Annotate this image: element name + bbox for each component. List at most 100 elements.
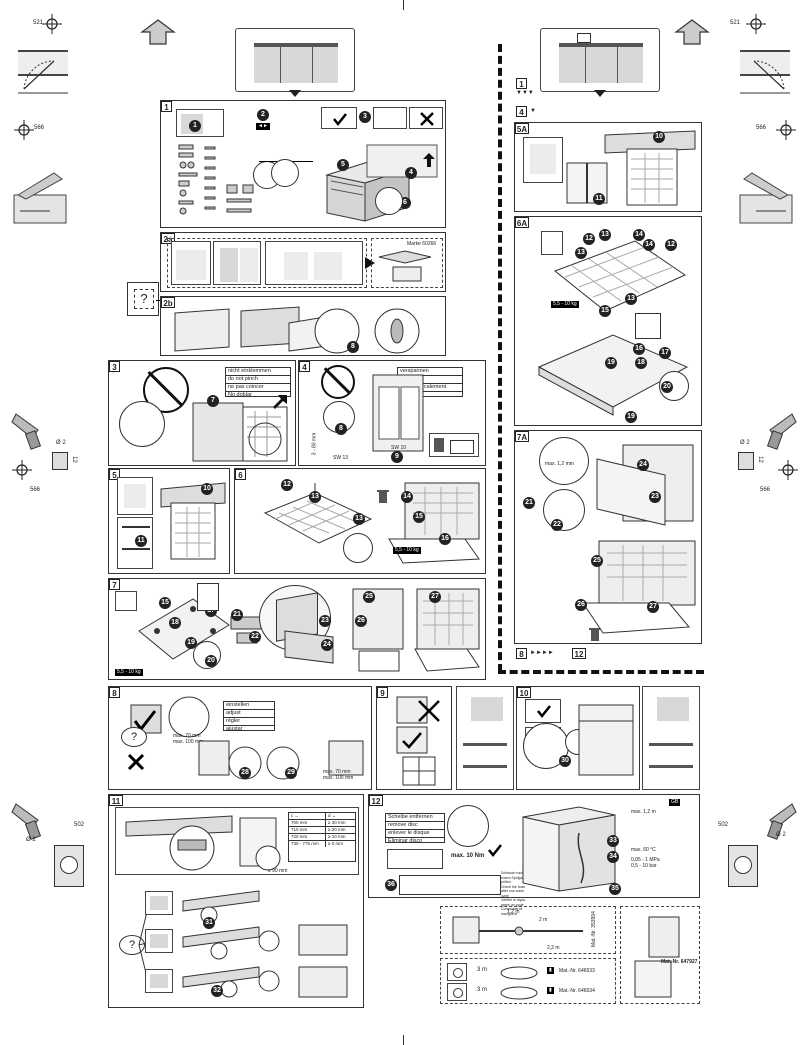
detail-circle bbox=[119, 401, 165, 447]
cable-coil-icon bbox=[500, 966, 538, 1000]
callout: 3 bbox=[359, 111, 371, 123]
dim-label: max. 100 mm bbox=[323, 775, 354, 781]
step-6-panel: 6 12 13 13 14 15 16 5,5 - 10 kg bbox=[234, 468, 486, 574]
callout: 28 bbox=[239, 767, 251, 779]
callout: 18 bbox=[635, 357, 647, 369]
detail-circle bbox=[447, 805, 489, 847]
template-view bbox=[117, 477, 153, 515]
callout: 24 bbox=[637, 459, 649, 471]
detail-circle bbox=[271, 159, 299, 187]
crosshair-icon bbox=[12, 460, 32, 480]
callout: 35 bbox=[609, 883, 621, 895]
dim-label: max. 70 mm bbox=[173, 733, 201, 739]
prohibited-icon bbox=[420, 112, 434, 126]
cabinet-depth-diagram bbox=[239, 817, 281, 871]
drill-depth-left: 12 bbox=[70, 456, 77, 463]
measure-label-drill-left: 566 bbox=[30, 487, 41, 493]
callout: 16 bbox=[439, 533, 451, 545]
step-number: 7 bbox=[109, 579, 120, 590]
callout: 19 bbox=[185, 637, 197, 649]
foot-screw bbox=[734, 856, 752, 874]
adjust-line: régler bbox=[224, 718, 274, 726]
adjust-line: adjust bbox=[224, 710, 274, 718]
check-icon bbox=[333, 113, 347, 127]
plug-tag: ▮ bbox=[547, 967, 554, 974]
step-number: 1 bbox=[516, 78, 527, 89]
callout: 13 bbox=[599, 229, 611, 241]
crosshair-icon bbox=[42, 14, 62, 34]
leader-line bbox=[156, 300, 162, 301]
cabinet-view-3 bbox=[265, 241, 363, 285]
measure-label-mid-right: 566 bbox=[756, 125, 767, 131]
adjust-text-box: einstellen adjust régler ajustar bbox=[223, 701, 275, 732]
crosshair-icon bbox=[776, 120, 796, 140]
cabinet-interior bbox=[582, 540, 696, 634]
detail-circle bbox=[343, 533, 373, 563]
height-dim: 3 - 80 mm bbox=[311, 432, 318, 456]
prohibited-icon bbox=[127, 753, 145, 771]
warning-line: do not pinch bbox=[226, 376, 290, 384]
callout: 12 bbox=[281, 479, 293, 491]
arrow-up-icon bbox=[423, 153, 435, 167]
overview-appliance-right bbox=[540, 28, 660, 92]
step-number: 9 bbox=[377, 687, 388, 698]
weight-tag: 5,5 - 10 kg bbox=[393, 547, 421, 554]
callout: 21 bbox=[523, 497, 535, 509]
overview-appliance-left bbox=[235, 28, 355, 92]
callout: 30 bbox=[559, 755, 571, 767]
detail-box bbox=[197, 583, 219, 611]
warning-line: ne pas coincer bbox=[226, 384, 290, 392]
template-grid-illustration bbox=[263, 483, 373, 544]
callout: 25 bbox=[591, 555, 603, 567]
callout: 36 bbox=[385, 879, 397, 891]
step-number: 11 bbox=[109, 795, 123, 806]
door-frame-diagram bbox=[578, 704, 634, 776]
callout: 13 bbox=[625, 293, 637, 305]
callout: 19 bbox=[605, 357, 617, 369]
step-number: 5 bbox=[109, 469, 120, 480]
step-1-tool-sub bbox=[373, 107, 407, 129]
question-box: ? bbox=[127, 282, 159, 316]
arrow-sequence: ▼ bbox=[530, 108, 536, 114]
callout: 21 bbox=[231, 609, 243, 621]
step-2b-diagram bbox=[174, 306, 420, 354]
callout: 26 bbox=[575, 599, 587, 611]
step-2b-panel: 2b 8 bbox=[160, 296, 446, 356]
material-number: Mat.-Nr. 647927 bbox=[661, 959, 698, 965]
leveling-icons bbox=[429, 433, 479, 457]
material-number: Mat.-Nr. 353994 bbox=[591, 911, 597, 947]
arrow-up-icon bbox=[674, 19, 710, 45]
door-swing-diagram bbox=[740, 60, 790, 94]
remove-disc-box: Scheibe entfernen remove disc enlever le… bbox=[385, 813, 445, 844]
dishwasher-door-views bbox=[198, 740, 364, 780]
accessory-aquastop-panel: 1,2 m 2 m 2,2 m Mat.-Nr. 353994 bbox=[440, 906, 616, 954]
pressure-label: 0,05 - 1 MPa bbox=[631, 857, 660, 863]
step-number: 5A bbox=[515, 123, 529, 134]
wrench-size: SW 13 bbox=[333, 455, 349, 461]
question-icon: ? bbox=[134, 289, 154, 309]
callout: 32 bbox=[211, 985, 223, 997]
callout: 13 bbox=[309, 491, 321, 503]
drill-diameter-bottom-right: Ø 2 bbox=[776, 832, 786, 838]
drill-diameter-left: Ø 2 bbox=[56, 440, 66, 446]
arrow-right-icon bbox=[365, 257, 375, 269]
drill-diameter-right: Ø 2 bbox=[740, 440, 750, 446]
arrow-up-icon bbox=[273, 395, 287, 409]
callout: 8 bbox=[347, 341, 359, 353]
drill-icon bbox=[766, 413, 797, 450]
step-5-panel: 5 10 11 bbox=[108, 468, 230, 574]
adjust-line: einstellen bbox=[224, 702, 274, 710]
callout: 18 bbox=[169, 617, 181, 629]
callout: 26 bbox=[355, 615, 367, 627]
door-adjust-diagram bbox=[130, 696, 210, 738]
table-header: c ↔ bbox=[289, 813, 326, 819]
step-1-panel: 1 1 2 ◄► 3 bbox=[160, 100, 446, 228]
door-swing-diagram bbox=[18, 60, 68, 94]
hose-extension-diagram bbox=[452, 916, 583, 944]
crop-mark bbox=[403, 1035, 404, 1045]
dishwasher-illustration bbox=[192, 402, 288, 462]
callout: 10 bbox=[653, 131, 665, 143]
step-7a-panel: 7A max. 1,2 mm 24 23 21 22 25 26 27 bbox=[514, 430, 702, 644]
callout: 22 bbox=[249, 631, 261, 643]
door-fit-diagram bbox=[284, 630, 334, 664]
